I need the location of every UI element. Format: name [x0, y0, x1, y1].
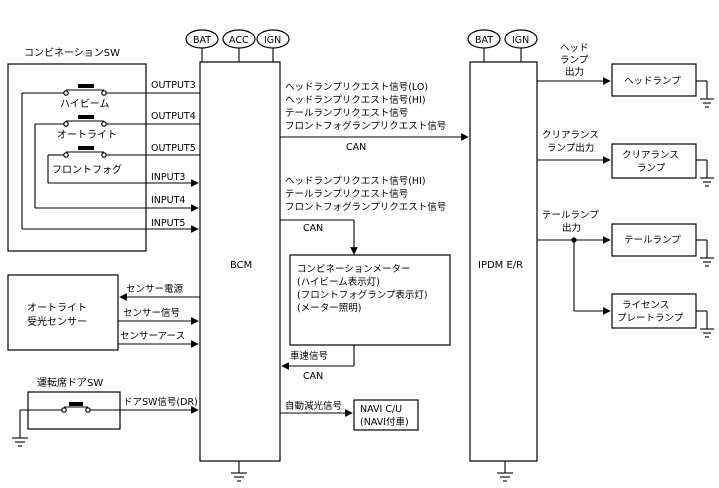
- meter-illumination: (メーター照明): [297, 303, 361, 314]
- combination-meter-title: コンビネーションメーター: [297, 264, 411, 275]
- switch-auto-light-label: オートライト: [57, 129, 117, 141]
- tail-output-label-1: テールランプ: [542, 210, 599, 221]
- combination-meter-box: [289, 254, 451, 346]
- sensor-signal-label: センサー信号: [123, 307, 180, 319]
- clearance-lamp-box: [611, 143, 697, 179]
- sensor-power-label: センサー電源: [126, 284, 184, 295]
- input3-label: INPUT3: [151, 172, 185, 183]
- headlamp-box: [611, 63, 697, 97]
- clearance-output-label-1: クリアランス: [542, 130, 599, 141]
- can-label-meter: CAN: [303, 223, 323, 234]
- switch-high-beam-label: ハイビーム: [60, 98, 110, 110]
- input5-label: INPUT5: [151, 218, 185, 229]
- navi-box: [353, 399, 419, 431]
- bcm-ground-symbol: [231, 461, 247, 482]
- clearance-lamp-label-2: ランプ: [637, 163, 666, 174]
- can-label-ipdm: CAN: [346, 142, 366, 153]
- headlamp-output-label-2: ランプ: [560, 55, 589, 66]
- bcm-power-terminals: [185, 29, 290, 62]
- combination-sw-title: コンビネーションSW: [24, 47, 120, 59]
- clearance-lamp-label-1: クリアランス: [622, 150, 679, 161]
- meter-request-signal-1: ヘッドランプリクエスト信号(HI): [285, 175, 426, 187]
- meter-request-signal-3: フロントフォグランプリクエスト信号: [285, 201, 446, 213]
- ipdm-power-terminals: [467, 29, 538, 62]
- navi-label-1: NAVI C/U: [360, 404, 402, 415]
- ipdm-label: IPDM E/R: [478, 260, 523, 271]
- switch-front-fog: [48, 146, 200, 158]
- meter-high-beam-indicator: (ハイビーム表示灯): [297, 276, 380, 288]
- bcm-acc-terminal: ACC: [229, 35, 249, 46]
- license-lamp-label-1: ライセンス: [622, 300, 669, 311]
- driver-door-sw-title: 運転席ドアSW: [37, 376, 103, 389]
- input4-label: INPUT4: [151, 195, 185, 206]
- autolight-sensor-label-1: オートライト: [27, 302, 87, 314]
- autolight-sensor-box: [7, 274, 119, 351]
- headlamp-label: ヘッドランプ: [624, 76, 681, 87]
- auto-dimming-label: 自動減光信号: [285, 400, 342, 412]
- sensor-ground-label: センサーアース: [120, 331, 185, 342]
- bcm-bat-terminal: BAT: [193, 35, 211, 46]
- headlamp-ground: [696, 80, 714, 108]
- clearance-lamp-ground: [696, 159, 714, 187]
- output4-label: OUTPUT4: [151, 111, 196, 122]
- bcm-ign-terminal: IGN: [264, 35, 281, 46]
- ipdm-request-signal-1: ヘッドランプリクエスト信号(LO): [285, 81, 428, 93]
- output3-label: OUTPUT3: [151, 80, 196, 91]
- ipdm-bat-terminal: BAT: [475, 35, 493, 46]
- navi-label-2: (NAVI付車): [360, 416, 409, 428]
- switch-auto-light: [35, 115, 200, 127]
- ipdm-request-signal-4: フロントフォグランプリクエスト信号: [285, 120, 446, 132]
- ipdm-request-signal-3: テールランプリクエスト信号: [285, 107, 408, 119]
- output5-label: OUTPUT5: [151, 143, 196, 154]
- clearance-output-label-2: ランプ出力: [547, 142, 594, 154]
- tail-lamp-label: テールランプ: [624, 235, 681, 246]
- ipdm-ign-terminal: IGN: [512, 35, 529, 46]
- bcm-label: BCM: [230, 260, 252, 271]
- headlamp-output-label-1: ヘッド: [560, 43, 589, 54]
- bcm-box: [199, 61, 281, 462]
- headlamp-output-label-3: 出力: [565, 66, 584, 78]
- license-lamp-ground: [696, 310, 714, 338]
- driver-door-switch: [12, 402, 91, 447]
- door-sw-signal-label: ドアSW信号(DR): [123, 396, 198, 408]
- meter-request-signal-2: テールランプリクエスト信号: [285, 188, 408, 200]
- tail-lamp-ground: [696, 239, 714, 267]
- tail-output-label-2: 出力: [562, 222, 581, 234]
- ipdm-request-signal-2: ヘッドランプリクエスト信号(HI): [285, 94, 426, 106]
- switch-high-beam: [22, 84, 200, 96]
- switch-front-fog-label: フロントフォグ: [52, 163, 122, 176]
- meter-front-fog-indicator: (フロントフォグランプ表示灯): [297, 289, 428, 301]
- ipdm-box: [469, 61, 538, 462]
- switch-return-wires: [21, 93, 199, 233]
- tail-lamp-box: [611, 223, 697, 257]
- ipdm-ground-symbol: [497, 461, 513, 482]
- license-lamp-label-2: プレートランプ: [617, 313, 684, 324]
- autolight-sensor-label-2: 受光センサー: [27, 315, 87, 328]
- can-label-speed: CAN: [303, 371, 323, 382]
- combination-sw-box: [7, 63, 147, 252]
- vehicle-speed-label: 車速信号: [290, 350, 328, 362]
